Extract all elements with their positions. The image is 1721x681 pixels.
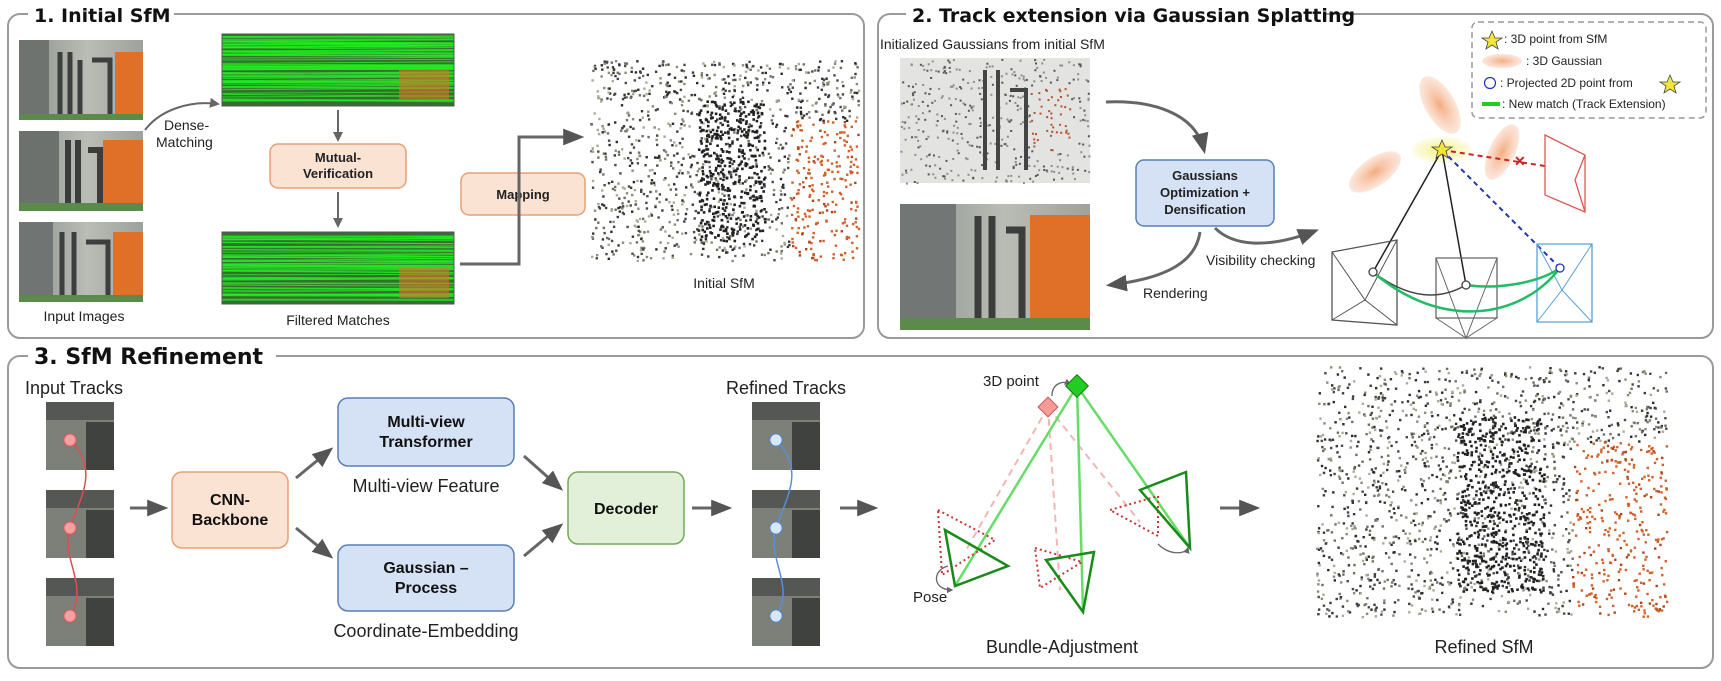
legend-gaussian-icon — [1482, 54, 1522, 68]
red-camera — [1545, 135, 1585, 212]
initialized-gaussians-image — [900, 58, 1091, 185]
cnn-backbone-box — [172, 472, 288, 548]
input-image-2 — [19, 131, 143, 211]
input-tracks — [46, 402, 114, 646]
section3-title: 3. SfM Refinement — [34, 345, 264, 370]
rendered-image — [900, 204, 1090, 330]
initial-sfm-pointcloud — [590, 60, 860, 262]
refined-tracks — [752, 402, 820, 646]
input-image-3 — [19, 222, 143, 302]
legend-item-1: : 3D Gaussian — [1526, 54, 1602, 68]
refined-3d-point — [1066, 375, 1089, 398]
legend-item-0: : 3D point from SfM — [1504, 32, 1607, 46]
gaussian-ellipse — [1478, 119, 1527, 184]
filtered-matches-label: Filtered Matches — [286, 312, 389, 328]
initial-3d-point — [1038, 397, 1058, 417]
legend: : 3D point from SfM : 3D Gaussian : Proj… — [1472, 22, 1706, 118]
pose-label: Pose — [913, 589, 947, 606]
init-gaussians-label: Initialized Gaussians from initial SfM — [880, 36, 1105, 52]
multiview-feature-label: Multi-view Feature — [352, 476, 499, 496]
input-tracks-label: Input Tracks — [25, 378, 123, 398]
point3d-label: 3D point — [983, 373, 1040, 390]
gaussian-ellipse — [1342, 143, 1407, 200]
rendering-label: Rendering — [1143, 285, 1208, 301]
decoder-label: Decoder — [594, 501, 658, 518]
legend-circle-icon — [1485, 78, 1496, 89]
refined-camera-pose — [945, 530, 1008, 586]
visibility-checking-label: Visibility checking — [1206, 252, 1315, 268]
x-mark: ✕ — [1514, 153, 1526, 169]
multiview-transformer-box — [338, 398, 514, 466]
legend-item-3: : New match (Track Extension) — [1502, 97, 1666, 111]
refined-sfm-pointcloud — [1316, 366, 1668, 618]
section2-title: 2. Track extension via Gaussian Splattin… — [912, 5, 1355, 27]
dense-matching-label: Dense-Matching — [156, 117, 213, 150]
mapping-label: Mapping — [496, 187, 549, 202]
gaussian-ellipse — [1411, 70, 1469, 140]
bundle-adjustment-diagram — [936, 375, 1190, 612]
input-images-label: Input Images — [44, 308, 125, 324]
gaussian-process-box — [338, 545, 514, 611]
input-image-1 — [19, 40, 143, 120]
coordinate-embedding-label: Coordinate-Embedding — [333, 621, 518, 641]
refined-tracks-label: Refined Tracks — [726, 378, 846, 398]
dense-matches-image — [222, 34, 454, 106]
camera-middle — [1436, 258, 1497, 338]
refined-sfm-label: Refined SfM — [1434, 637, 1533, 657]
bundle-adjustment-label: Bundle-Adjustment — [986, 637, 1138, 657]
initial-sfm-label: Initial SfM — [693, 275, 754, 291]
filtered-matches-image — [222, 232, 454, 304]
legend-item-2: : Projected 2D point from — [1500, 76, 1633, 90]
refined-camera-pose — [1046, 552, 1094, 612]
section1-title: 1. Initial SfM — [34, 5, 171, 27]
